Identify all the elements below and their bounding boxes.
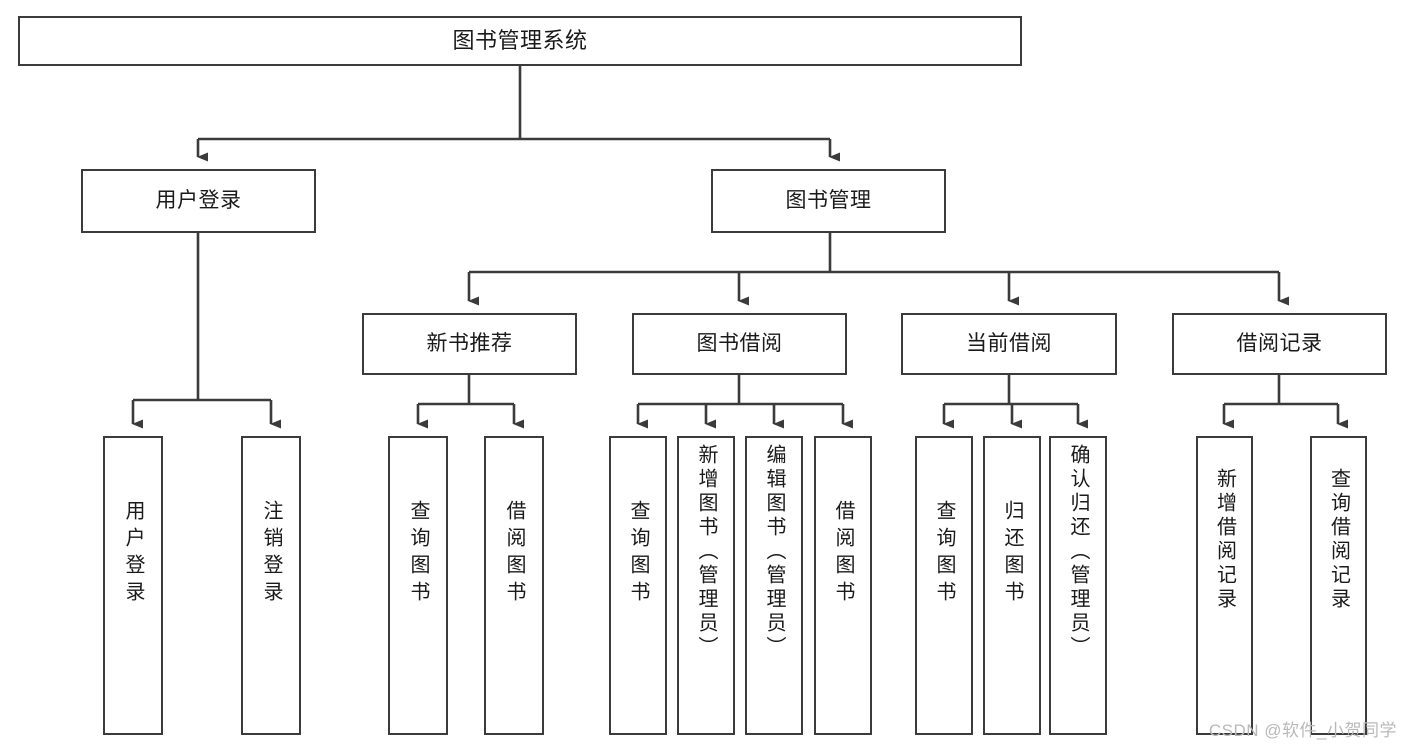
node-root-label: 图书管理系统 bbox=[452, 28, 588, 54]
node-borrow-record-label: 借阅记录 bbox=[1236, 331, 1323, 355]
node-leaf-borrow-book-1[interactable]: 借阅图书 bbox=[484, 436, 544, 735]
node-leaf-query-record[interactable]: 查询借阅记录 bbox=[1310, 436, 1367, 735]
node-leaf-query-book-2[interactable]: 查询图书 bbox=[609, 436, 667, 735]
node-leaf-borrow-book-1-label: 借阅图书 bbox=[503, 500, 525, 608]
node-user-login[interactable]: 用户登录 bbox=[81, 169, 316, 233]
node-leaf-edit-book[interactable]: 编辑图书（管理员） bbox=[745, 436, 803, 735]
node-leaf-query-book-2-label: 查询图书 bbox=[627, 500, 649, 608]
node-leaf-query-book-1[interactable]: 查询图书 bbox=[388, 436, 448, 735]
node-root[interactable]: 图书管理系统 bbox=[18, 16, 1022, 66]
node-book-management-label: 图书管理 bbox=[785, 188, 872, 212]
node-leaf-borrow-book-2[interactable]: 借阅图书 bbox=[814, 436, 872, 735]
node-leaf-logout-login[interactable]: 注销登录 bbox=[241, 436, 301, 735]
node-leaf-edit-book-label: 编辑图书（管理员） bbox=[763, 444, 785, 660]
node-leaf-query-book-3[interactable]: 查询图书 bbox=[915, 436, 973, 735]
node-leaf-add-book[interactable]: 新增图书（管理员） bbox=[677, 436, 735, 735]
node-leaf-confirm-return-label: 确认归还（管理员） bbox=[1067, 444, 1089, 660]
node-leaf-return-book[interactable]: 归还图书 bbox=[983, 436, 1041, 735]
node-leaf-user-login-label: 用户登录 bbox=[122, 500, 144, 608]
node-current-borrow[interactable]: 当前借阅 bbox=[901, 313, 1117, 375]
node-new-book-recommend[interactable]: 新书推荐 bbox=[362, 313, 577, 375]
node-leaf-add-book-label: 新增图书（管理员） bbox=[695, 444, 717, 660]
node-leaf-query-record-label: 查询借阅记录 bbox=[1327, 468, 1350, 612]
node-book-borrow[interactable]: 图书借阅 bbox=[632, 313, 847, 375]
node-new-book-recommend-label: 新书推荐 bbox=[426, 331, 513, 355]
node-leaf-confirm-return[interactable]: 确认归还（管理员） bbox=[1049, 436, 1107, 735]
node-leaf-query-book-3-label: 查询图书 bbox=[933, 500, 955, 608]
node-leaf-query-book-1-label: 查询图书 bbox=[407, 500, 429, 608]
node-leaf-user-login[interactable]: 用户登录 bbox=[103, 436, 163, 735]
node-leaf-logout-login-label: 注销登录 bbox=[260, 500, 282, 608]
node-leaf-add-record-label: 新增借阅记录 bbox=[1213, 468, 1236, 612]
node-borrow-record[interactable]: 借阅记录 bbox=[1172, 313, 1387, 375]
node-user-login-label: 用户登录 bbox=[155, 188, 242, 212]
node-current-borrow-label: 当前借阅 bbox=[966, 331, 1052, 355]
node-book-borrow-label: 图书借阅 bbox=[696, 331, 783, 355]
node-book-management[interactable]: 图书管理 bbox=[711, 169, 946, 233]
node-leaf-add-record[interactable]: 新增借阅记录 bbox=[1196, 436, 1253, 735]
csdn-watermark: CSDN @软件_小贺同学 bbox=[1208, 721, 1397, 740]
node-leaf-return-book-label: 归还图书 bbox=[1001, 500, 1023, 608]
node-leaf-borrow-book-2-label: 借阅图书 bbox=[832, 500, 854, 608]
